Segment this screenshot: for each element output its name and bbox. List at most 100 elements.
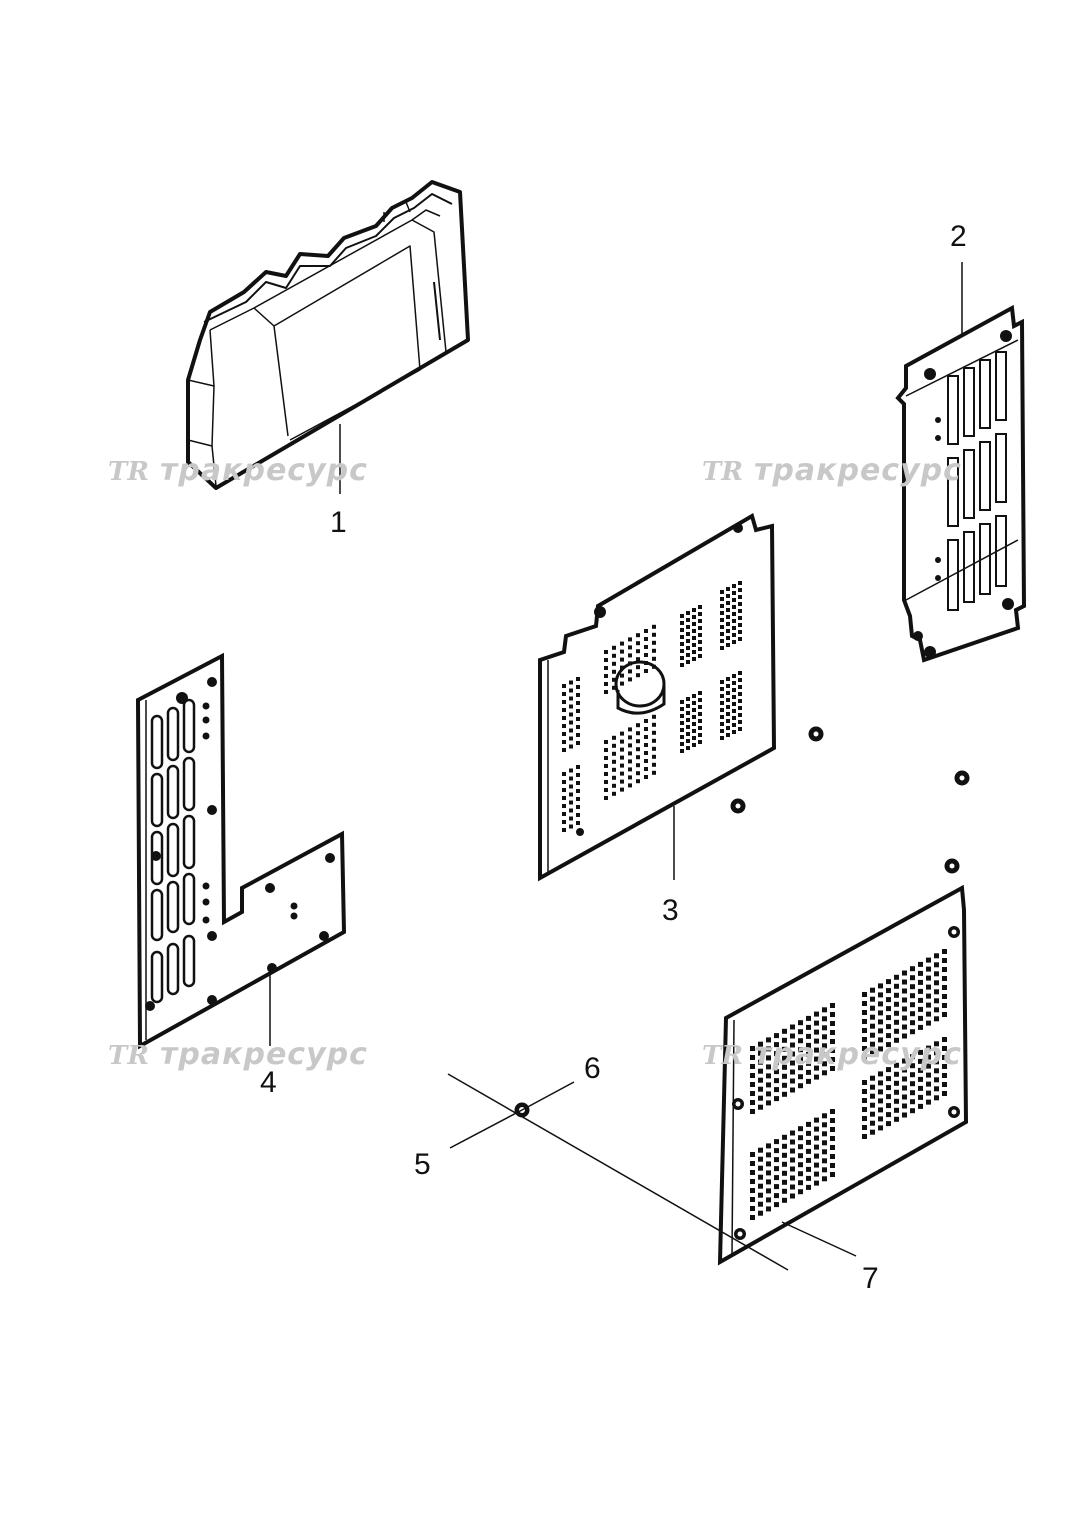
perforation-hole xyxy=(738,692,742,696)
perforation-hole xyxy=(910,1011,915,1017)
perforation-hole xyxy=(798,1144,803,1150)
perforation-hole xyxy=(680,742,684,746)
perforation-hole xyxy=(894,1028,899,1034)
perforation-hole xyxy=(926,993,931,999)
perforation-hole xyxy=(644,629,648,633)
perforation-hole xyxy=(758,1050,763,1056)
perforation-hole xyxy=(576,709,580,713)
perforation-hole xyxy=(798,1153,803,1159)
perforation-hole xyxy=(766,1197,771,1203)
perforation-hole xyxy=(902,1058,907,1064)
perforation-hole xyxy=(644,719,648,723)
perforation-hole xyxy=(806,1060,811,1066)
watermark-text: тракресурс xyxy=(754,453,962,488)
perforation-hole xyxy=(698,712,702,716)
perforation-hole xyxy=(894,974,899,980)
perforation-hole xyxy=(569,704,573,709)
perforation-hole xyxy=(604,658,608,662)
perforation-hole xyxy=(878,1019,883,1025)
perforation-hole xyxy=(636,657,640,662)
watermark-logo: TR xyxy=(702,457,743,487)
perforation-hole xyxy=(822,1122,827,1128)
perforation-hole xyxy=(720,687,724,691)
perforation-hole xyxy=(870,1032,875,1038)
perforation-hole xyxy=(720,639,724,643)
perforation-hole xyxy=(790,1069,795,1075)
perforation-hole xyxy=(926,1072,931,1078)
perforation-hole xyxy=(644,661,648,665)
perforation-hole xyxy=(569,728,573,733)
perforation-hole xyxy=(822,1007,827,1013)
perforation-hole xyxy=(894,1019,899,1025)
perforation-hole xyxy=(612,669,616,674)
perforation-hole xyxy=(569,744,573,749)
perforation-hole xyxy=(576,733,580,737)
perforation-hole xyxy=(576,701,580,705)
perforation-hole xyxy=(612,735,616,740)
perforation-hole xyxy=(569,680,573,685)
perforation-hole xyxy=(726,698,730,702)
perforation-hole xyxy=(652,632,656,637)
perforation-hole xyxy=(692,743,696,747)
perforation-hole xyxy=(738,671,742,675)
perforation-hole xyxy=(782,1197,787,1203)
perforation-hole xyxy=(774,1069,779,1075)
perforation-hole xyxy=(738,623,742,627)
perforation-hole xyxy=(562,788,566,792)
perforation-hole xyxy=(692,715,696,719)
perforation-hole xyxy=(738,685,742,689)
perforation-hole xyxy=(886,1121,891,1127)
perforation-hole xyxy=(822,1167,827,1173)
perforation-hole xyxy=(698,705,702,709)
perforation-hole xyxy=(894,1080,899,1086)
perforation-hole xyxy=(862,1055,867,1060)
perforation-hole xyxy=(862,1019,867,1024)
perforation-hole xyxy=(798,1065,803,1071)
perforation-hole xyxy=(652,722,656,727)
perforation-hole xyxy=(934,1077,939,1083)
perforation-hole xyxy=(562,700,566,704)
perforation-hole xyxy=(726,719,730,723)
perforation-hole xyxy=(894,983,899,989)
perforation-hole xyxy=(942,1046,947,1051)
perforation-hole xyxy=(636,633,640,638)
perforation-hole xyxy=(604,682,608,686)
callout-5: 5 xyxy=(414,1148,431,1181)
perforation-hole xyxy=(830,1118,835,1123)
perforation-hole xyxy=(636,747,640,752)
perforation-hole xyxy=(569,824,573,829)
perforation-hole xyxy=(902,970,907,976)
perforation-hole xyxy=(750,1152,755,1157)
perforation-hole xyxy=(942,985,947,990)
perforation-hole xyxy=(569,688,573,693)
perforation-hole xyxy=(894,1089,899,1095)
perforation-hole xyxy=(902,1024,907,1030)
perforation-hole xyxy=(569,800,573,805)
perforation-hole xyxy=(758,1059,763,1065)
perforation-hole xyxy=(814,1153,819,1159)
perforation-hole xyxy=(910,984,915,990)
perforation-hole xyxy=(918,979,923,985)
perforation-hole xyxy=(720,694,724,698)
perforation-hole xyxy=(878,1098,883,1104)
perforation-hole xyxy=(798,1074,803,1080)
perforation-hole xyxy=(910,1054,915,1060)
perforation-hole xyxy=(686,639,690,643)
perforation-hole xyxy=(814,1065,819,1071)
perforation-hole xyxy=(830,1039,835,1044)
perforation-hole xyxy=(878,1001,883,1007)
perforation-hole xyxy=(774,1202,779,1208)
perforation-hole xyxy=(720,604,724,608)
perforation-hole xyxy=(652,730,656,735)
perforation-hole xyxy=(910,975,915,981)
perforation-hole xyxy=(782,1037,787,1043)
perforation-hole xyxy=(822,1025,827,1031)
perforation-hole xyxy=(750,1073,755,1078)
perforation-hole xyxy=(862,1080,867,1085)
perforation-hole xyxy=(918,1058,923,1064)
perforation-hole xyxy=(870,1111,875,1117)
perforation-hole xyxy=(878,1010,883,1016)
perforation-hole xyxy=(806,1157,811,1163)
perforation-hole xyxy=(910,1002,915,1008)
perforation-hole xyxy=(692,622,696,626)
